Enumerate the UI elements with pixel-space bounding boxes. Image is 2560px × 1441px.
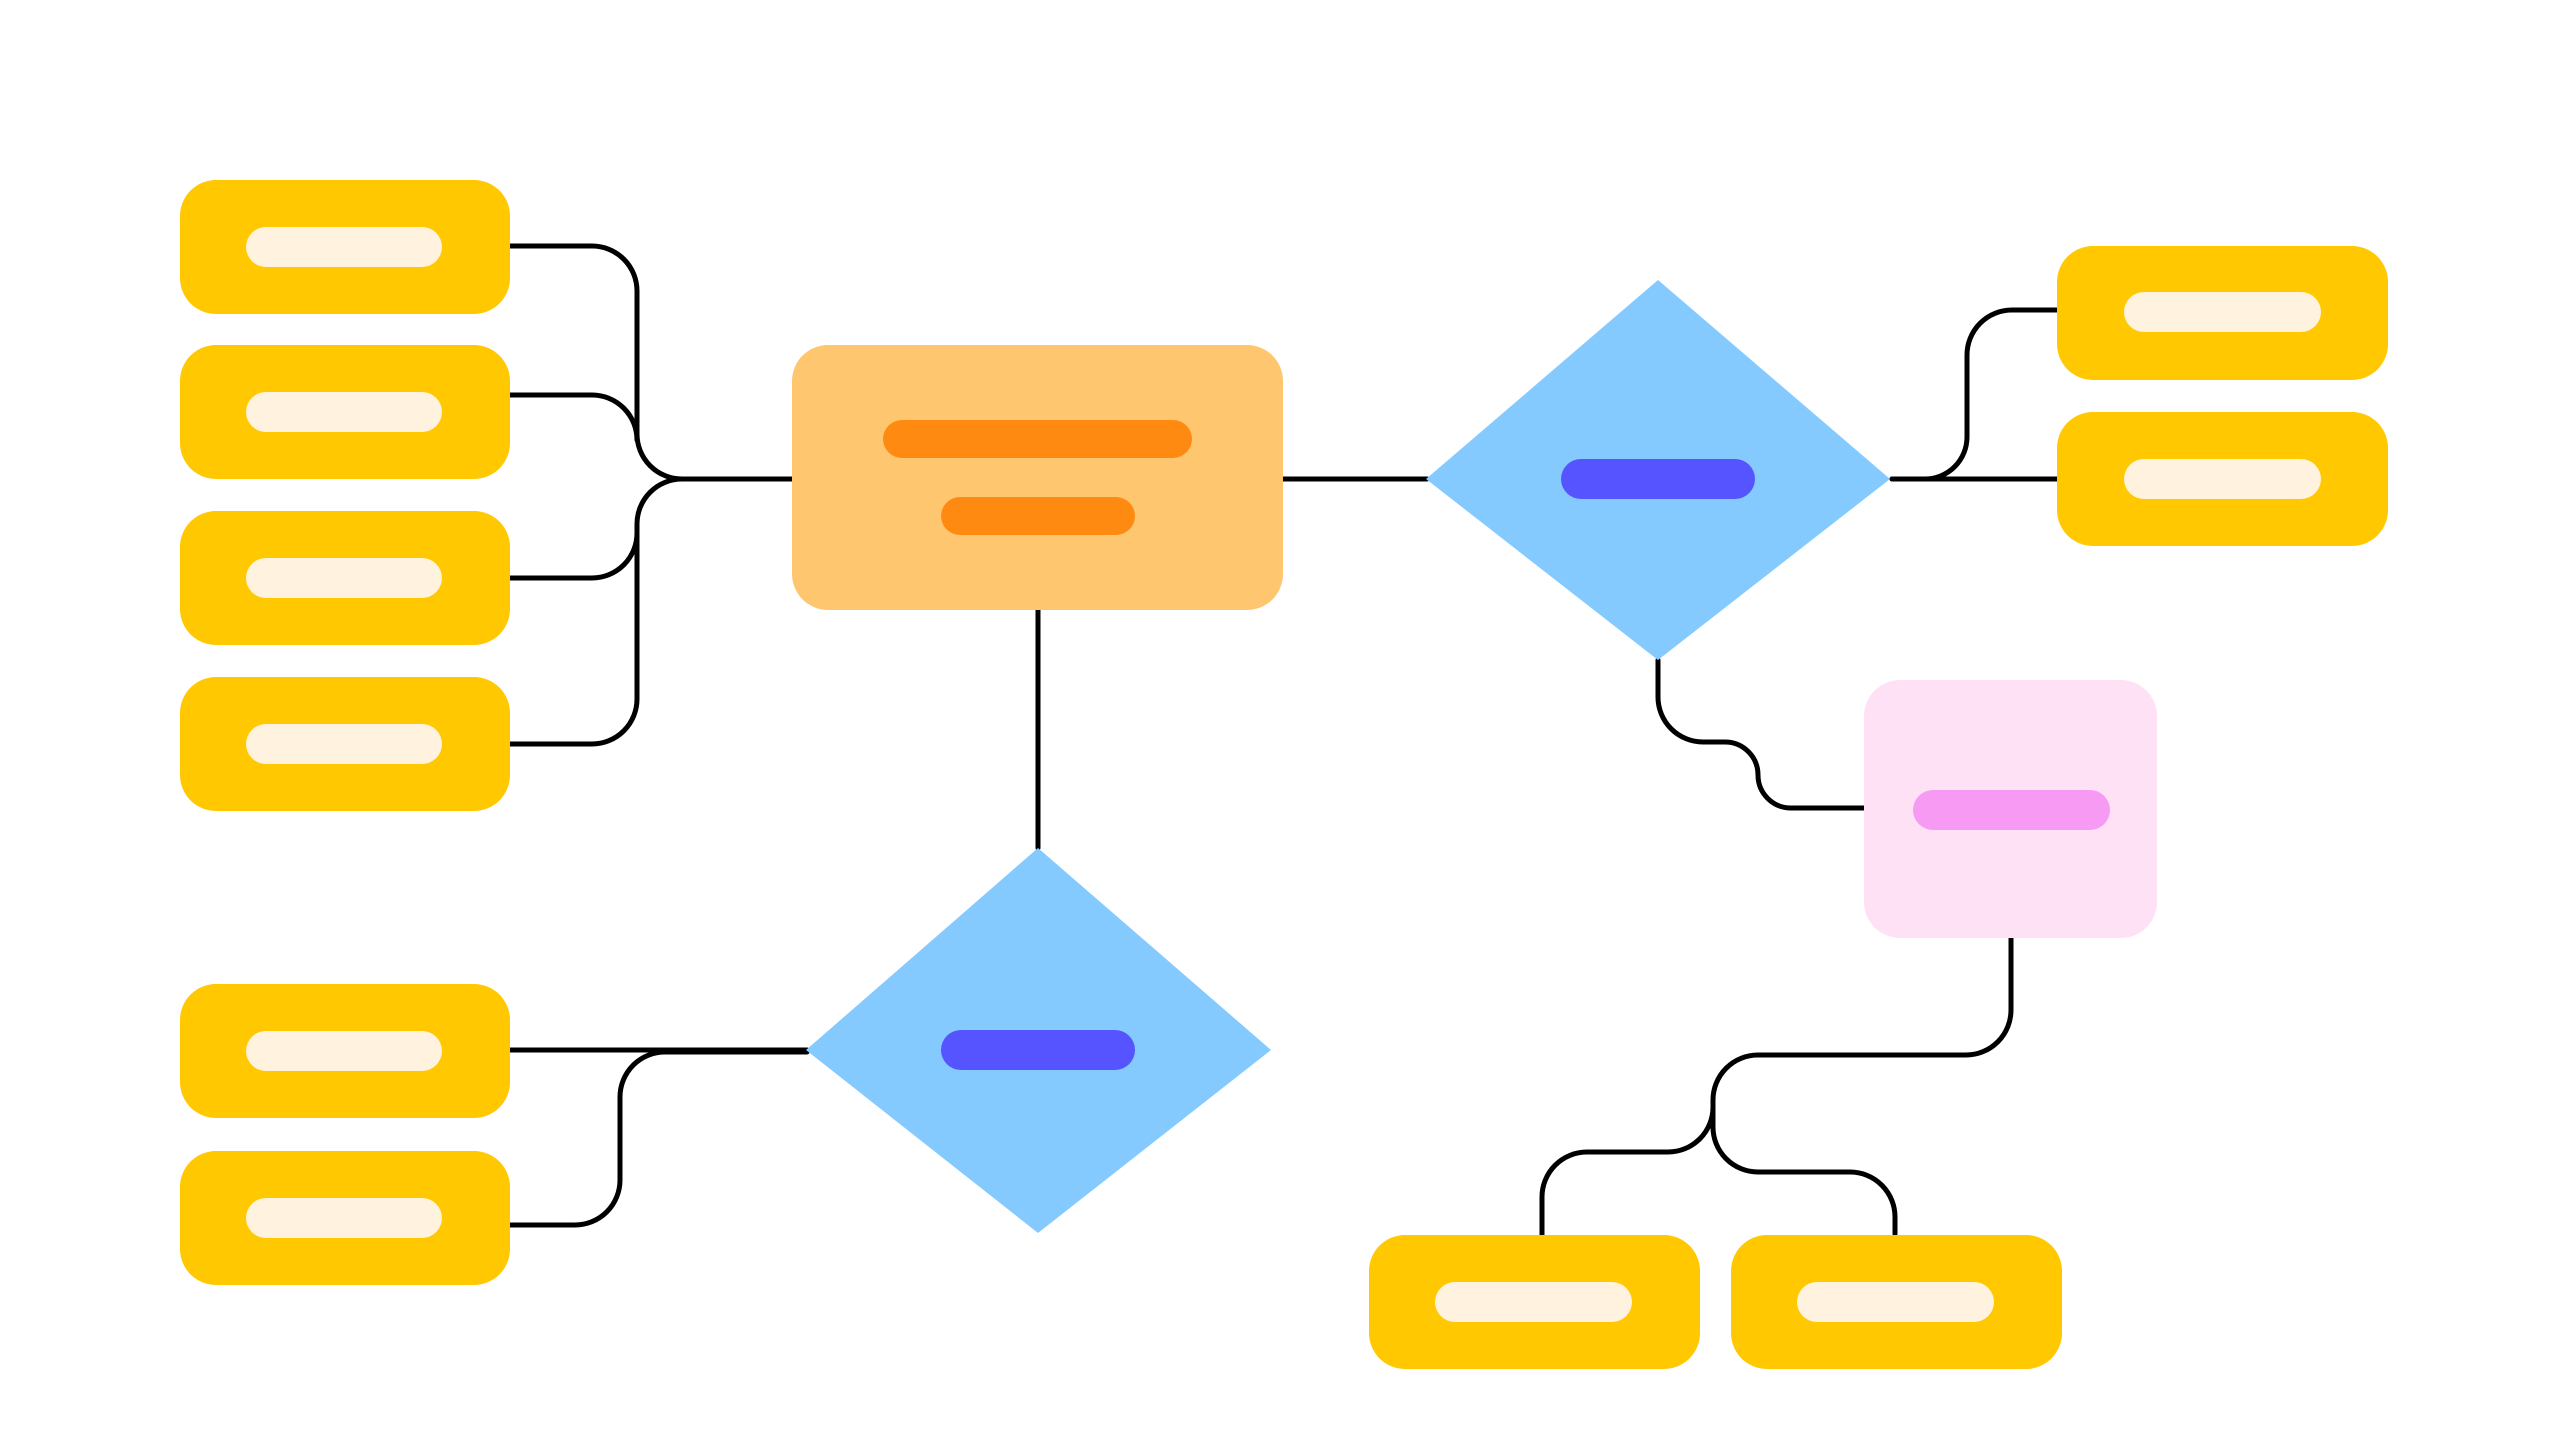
leaf-bottom-left-2-label-placeholder: [246, 1198, 442, 1238]
connector-decision-to-pink-box: [1655, 657, 1868, 811]
leaf-bottom-left-2[interactable]: [180, 1151, 510, 1285]
connector-decision-to-leaf-right-1: [1889, 307, 2061, 482]
leaf-left-4[interactable]: [180, 677, 510, 811]
leaf-bottom-1-label-placeholder: [1435, 1282, 1632, 1322]
leaf-right-2[interactable]: [2057, 412, 2388, 546]
decision-bottom[interactable]: [806, 848, 1271, 1233]
leaf-left-2[interactable]: [180, 345, 510, 479]
decision-bottom-label-placeholder: [941, 1030, 1135, 1070]
connectors: [505, 243, 2061, 1240]
connector-pink-to-leaf-bottom-1: [1539, 1097, 1716, 1240]
leaf-right-1[interactable]: [2057, 246, 2388, 380]
pink-box-label-placeholder: [1913, 790, 2110, 830]
central-box-subtitle-placeholder: [941, 497, 1135, 535]
central-box[interactable]: [792, 345, 1283, 610]
leaf-bottom-1[interactable]: [1369, 1235, 1700, 1369]
leaf-left-1[interactable]: [180, 180, 510, 314]
leaf-left-4-label-placeholder: [246, 724, 442, 764]
leaf-right-2-label-placeholder: [2124, 459, 2321, 499]
pink-box[interactable]: [1864, 680, 2157, 938]
leaf-bottom-left-1[interactable]: [180, 984, 510, 1118]
decision-right-label-placeholder: [1561, 459, 1755, 499]
connector-leaf-left-2: [505, 392, 640, 443]
decision-right[interactable]: [1426, 280, 1890, 660]
leaf-left-1-label-placeholder: [246, 227, 442, 267]
leaf-bottom-2-label-placeholder: [1797, 1282, 1994, 1322]
leaf-left-3-label-placeholder: [246, 558, 442, 598]
leaf-left-2-label-placeholder: [246, 392, 442, 432]
connector-pink-box-to-bottom-leaves: [1710, 935, 2014, 1130]
connector-decision-bottom-to-leaf-2: [505, 1049, 810, 1228]
leaf-bottom-2[interactable]: [1731, 1235, 2062, 1369]
connector-leaf-left-3: [505, 476, 685, 581]
connector-pink-to-leaf-bottom-2: [1710, 1124, 1898, 1237]
connector-leaf-left-1: [505, 243, 799, 482]
leaf-bottom-left-1-label-placeholder: [246, 1031, 442, 1071]
central-box-title-placeholder: [883, 420, 1192, 458]
leaf-left-3[interactable]: [180, 511, 510, 645]
leaf-right-1-label-placeholder: [2124, 292, 2321, 332]
connector-leaf-left-4: [505, 530, 640, 747]
